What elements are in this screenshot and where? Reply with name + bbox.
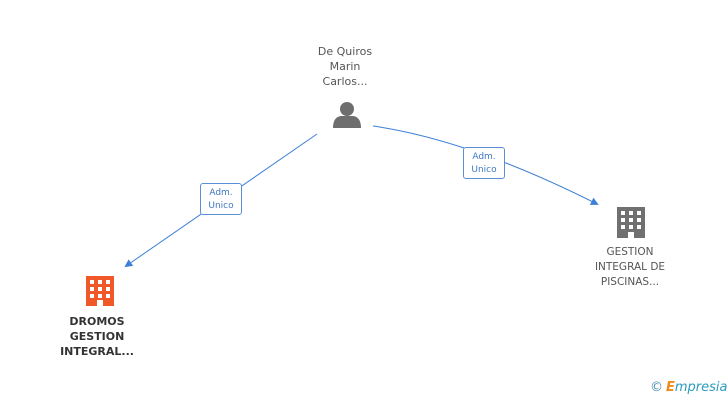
company-name-line-3: PISCINAS... — [600, 276, 660, 288]
company-name-line-1: DROMOS — [69, 315, 125, 328]
brand-initial: E — [666, 380, 675, 395]
brand-name: mpresia — [674, 380, 728, 395]
edge-role-badge[interactable]: Adm. Unico — [200, 183, 242, 215]
building-icon[interactable] — [617, 207, 645, 238]
person-name-line-1: De Quiros — [317, 45, 373, 58]
person-icon[interactable] — [333, 102, 361, 128]
company-name-line-3: INTEGRAL... — [60, 345, 134, 358]
edge-role-badge[interactable]: Adm. Unico — [463, 147, 505, 179]
company-name-line-1: GESTION — [606, 246, 654, 258]
company-name-line-2: GESTION — [69, 330, 125, 343]
person-name-line-3: Carlos... — [322, 75, 368, 88]
building-icon[interactable] — [86, 276, 114, 306]
company-node-label-gestion[interactable]: GESTION INTEGRAL DE PISCINAS... — [575, 245, 685, 290]
company-node-label-dromos[interactable]: DROMOS GESTION INTEGRAL... — [42, 314, 152, 359]
copyright-symbol: © — [650, 380, 663, 395]
person-name-line-2: Marin — [329, 60, 361, 73]
edge-role-line-2: Unico — [471, 165, 497, 175]
brand-watermark: ©Empresia — [650, 380, 728, 395]
edge-role-line-1: Adm. — [209, 188, 233, 198]
person-node-label[interactable]: De Quiros Marin Carlos... — [290, 44, 400, 89]
company-name-line-2: INTEGRAL DE — [594, 261, 666, 273]
edge-role-line-1: Adm. — [472, 152, 496, 162]
edge-role-line-2: Unico — [208, 201, 234, 211]
